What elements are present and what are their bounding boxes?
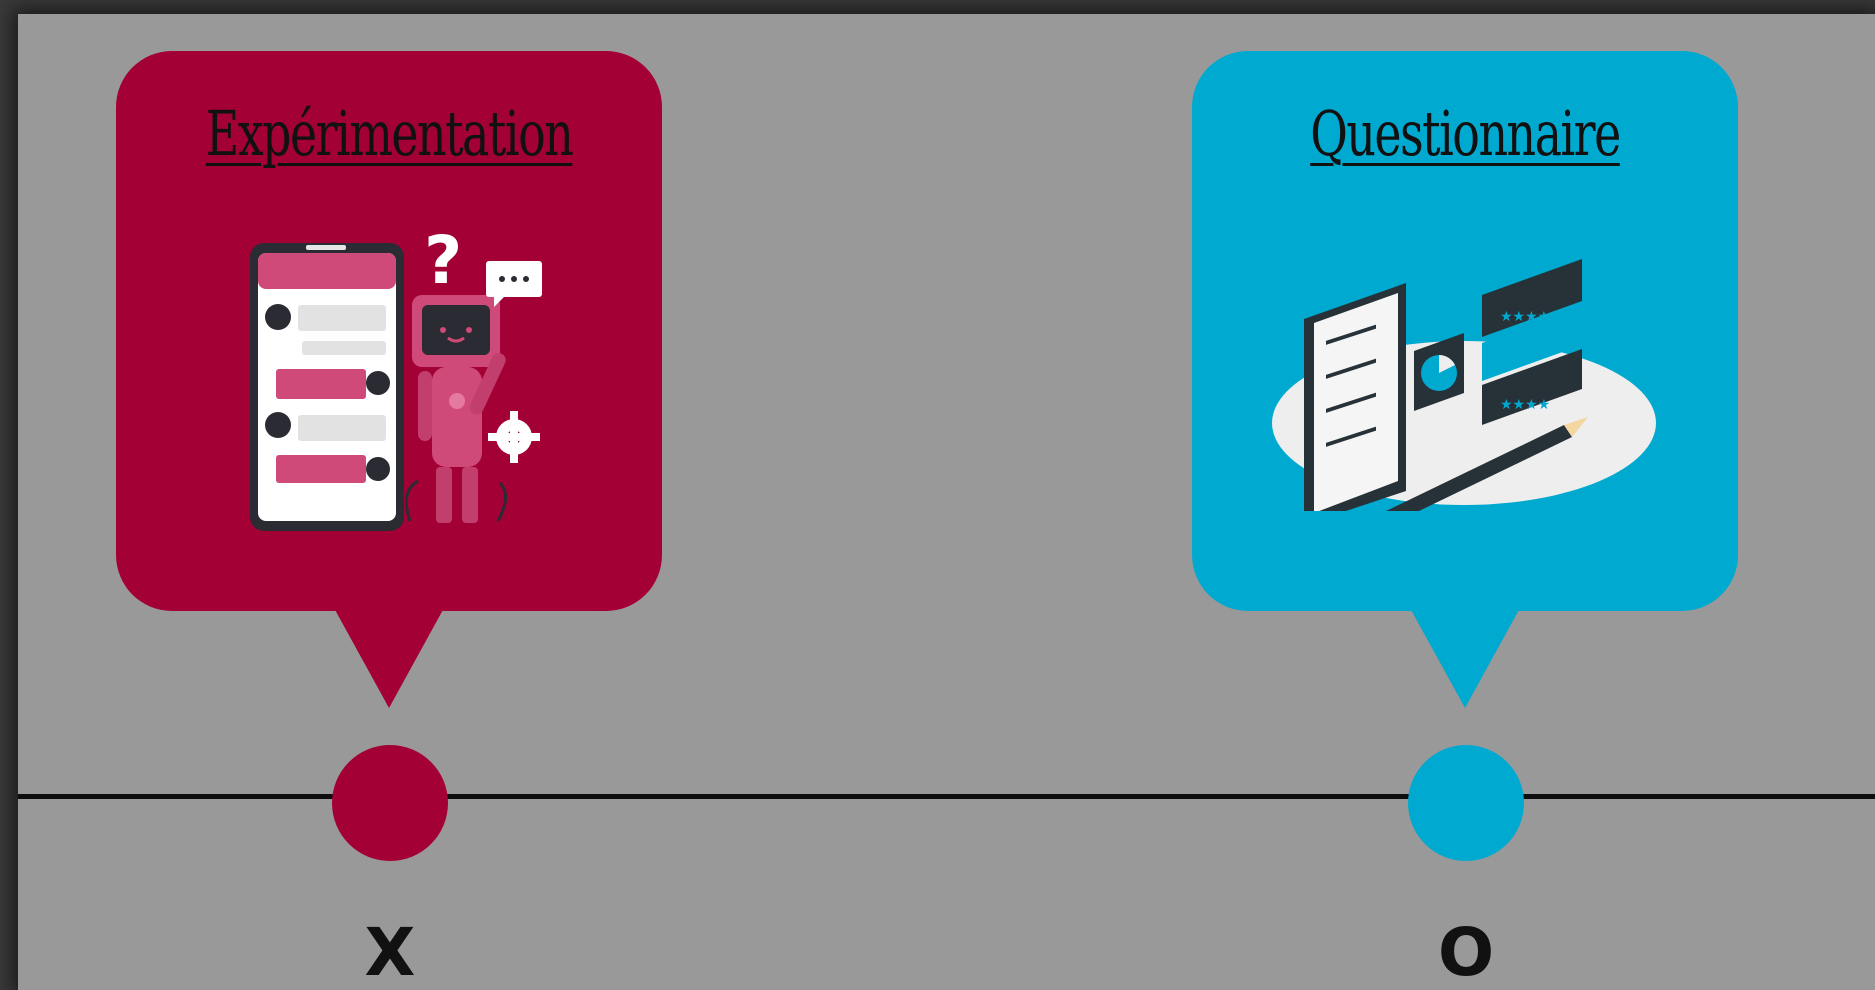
- timeline-axis: [18, 794, 1875, 799]
- questionnaire-title: Questionnaire: [1310, 97, 1621, 170]
- experiment-pointer: [334, 608, 444, 708]
- chatbot-robot-phone-illustration: ?: [250, 222, 542, 531]
- svg-text:★★★★: ★★★★: [1500, 309, 1550, 325]
- experiment-marker-label: X: [364, 914, 416, 990]
- svg-text:★★★★: ★★★★: [1500, 397, 1550, 413]
- clipboard-survey-illustration: ★★★★ ★★★★: [1272, 215, 1656, 511]
- experiment-title: Expérimentation: [205, 97, 574, 170]
- questionnaire-marker-label: O: [1437, 914, 1495, 990]
- experiment-card: Expérimentation: [116, 51, 662, 611]
- questionnaire-pointer: [1410, 608, 1520, 708]
- svg-text:?: ?: [424, 222, 462, 299]
- experiment-node: [332, 745, 448, 861]
- timeline-canvas: Expérimentation: [18, 14, 1875, 990]
- questionnaire-node: [1408, 745, 1524, 861]
- questionnaire-card: Questionnaire ★★★★: [1192, 51, 1738, 611]
